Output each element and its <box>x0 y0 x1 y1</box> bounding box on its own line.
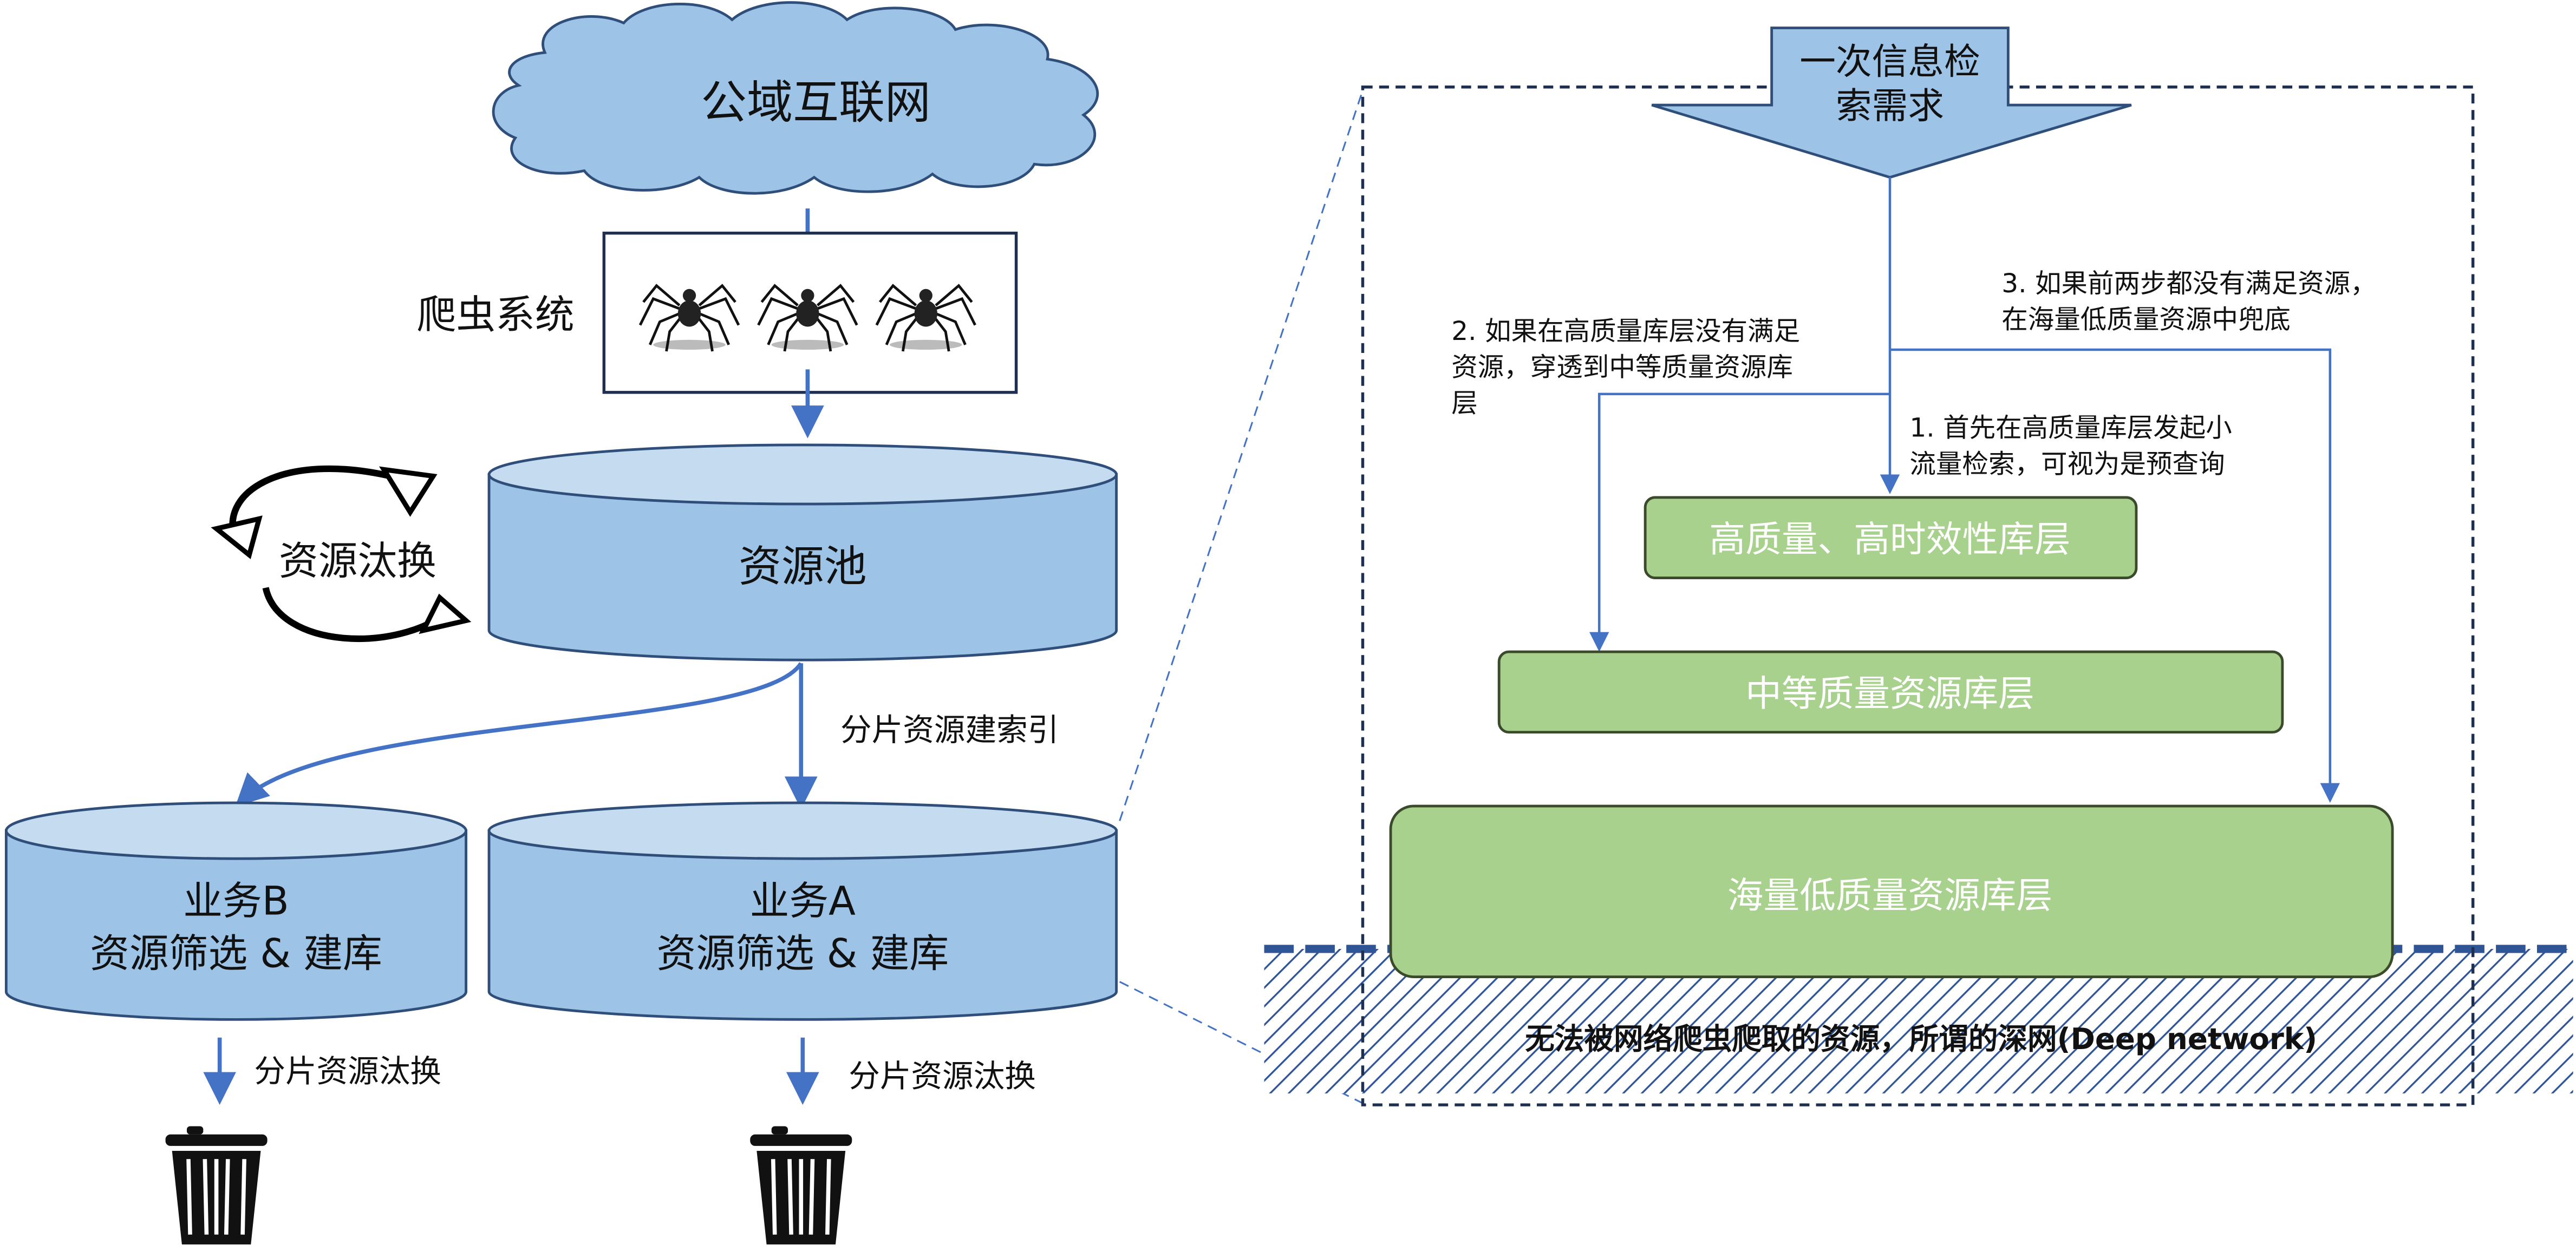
biz-b-line1: 业务B <box>183 878 289 924</box>
eviction-label: 资源汰换 <box>279 538 436 584</box>
pool-label: 资源池 <box>739 542 867 592</box>
tier-high-label: 高质量、高时效性库层 <box>1709 518 2070 560</box>
business-b-cylinder: 业务B 资源筛选 & 建库 <box>4 801 468 1021</box>
step1-note: 1. 首先在高质量库层发起小 流量检索，可视为是预查询 <box>1909 413 2240 480</box>
tier-mid-label: 中等质量资源库层 <box>1745 672 2034 715</box>
shard-evict-b-label: 分片资源汰换 <box>254 1053 441 1090</box>
crawler-box <box>602 231 1018 394</box>
business-a-cylinder: 业务A 资源筛选 & 建库 <box>487 801 1118 1021</box>
spider-icon <box>638 284 740 352</box>
internet-label: 公域互联网 <box>701 76 931 129</box>
deep-web-label: 无法被网络爬虫爬取的资源，所谓的深网(Deep network) <box>1525 1021 2317 1056</box>
tier-high-quality: 高质量、高时效性库层 <box>1644 496 2138 579</box>
biz-a-line1: 业务A <box>750 878 856 924</box>
step3-note: 3. 如果前两步都没有满足资源， 在海量低质量资源中兜底 <box>2001 268 2385 335</box>
tier-low-quality: 海量低质量资源库层 <box>1389 804 2394 978</box>
tier-mid-quality: 中等质量资源库层 <box>1497 650 2284 734</box>
request-line2: 索需求 <box>1836 84 1944 127</box>
shard-evict-a-label: 分片资源汰换 <box>849 1058 1036 1095</box>
resource-pool-cylinder: 资源池 <box>487 443 1118 661</box>
recycle-arrowheads <box>211 466 472 634</box>
tier-low-label: 海量低质量资源库层 <box>1727 874 2052 916</box>
step2-note: 2. 如果在高质量库层没有满足 资源，穿透到中等质量资源库 层 <box>1451 316 1808 418</box>
biz-a-line2: 资源筛选 & 建库 <box>657 931 949 977</box>
trash-can-icon <box>165 1126 268 1245</box>
spider-icon <box>875 284 976 352</box>
biz-b-line2: 资源筛选 & 建库 <box>90 931 382 977</box>
crawler-label: 爬虫系统 <box>417 292 575 338</box>
search-request-arrow: 一次信息检 索需求 <box>1651 27 2132 179</box>
shard-index-label: 分片资源建索引 <box>840 712 1059 748</box>
cloud-icon: 公域互联网 <box>492 1 1099 195</box>
trash-can-icon <box>750 1126 852 1245</box>
spider-icon <box>757 284 858 352</box>
request-line1: 一次信息检 <box>1799 40 1980 82</box>
zoom-frame <box>1361 86 2475 1106</box>
flow-lines <box>1589 177 2340 803</box>
